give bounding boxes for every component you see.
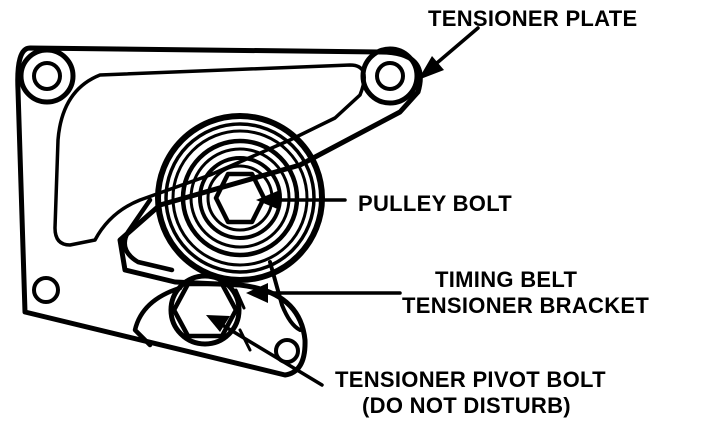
mounting-hole-left	[32, 276, 60, 304]
mounting-hole-top-left	[18, 47, 76, 105]
label-bracket-line2: TENSIONER BRACKET	[402, 293, 649, 318]
leader-tensioner-bracket	[246, 283, 402, 303]
pulley	[155, 113, 325, 283]
pulley-bolt	[213, 171, 267, 225]
label-bracket-line1: TIMING BELT	[435, 267, 577, 292]
label-pivot-line1: TENSIONER PIVOT BOLT	[335, 367, 606, 392]
leader-pivot-bolt	[206, 315, 324, 387]
pivot-bolt	[168, 273, 242, 347]
label-tensioner-plate: TENSIONER PLATE	[428, 6, 637, 31]
mounting-hole-top-right	[360, 46, 420, 106]
label-pulley-bolt: PULLEY BOLT	[358, 191, 512, 216]
label-pivot-line2: (DO NOT DISTURB)	[362, 393, 571, 418]
tensioner-bracket	[122, 197, 302, 352]
leader-tensioner-plate	[418, 26, 480, 80]
leader-pulley-bolt	[256, 190, 347, 210]
